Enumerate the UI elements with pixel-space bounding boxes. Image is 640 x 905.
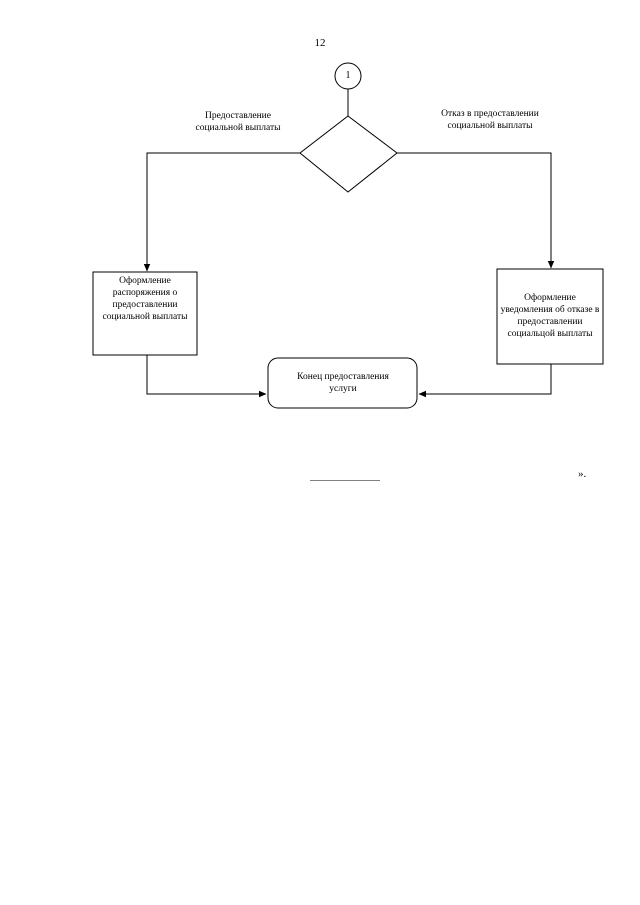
connector-label: 1 [345, 70, 351, 81]
signature-line [310, 480, 380, 481]
right-process-text: Оформление уведомления об отказе в предо… [500, 293, 600, 339]
left-process-box [92, 271, 198, 356]
branch-left-label: Предоставление социальной выплаты [195, 111, 281, 133]
right-branch-line [397, 152, 555, 269]
branch-right-label: Отказ в предоставлении социальной выплат… [441, 109, 539, 131]
left-process-text: Оформление распоряжения о предоставлении… [102, 276, 188, 322]
left-to-end-line [146, 355, 267, 398]
right-to-end-line [418, 364, 552, 398]
decision-diamond [299, 115, 398, 193]
page-number: 12 [314, 37, 326, 49]
closing-mark: ». [578, 468, 587, 480]
end-terminator [267, 357, 418, 409]
left-branch-line [143, 152, 300, 272]
right-process-box [496, 268, 604, 365]
end-terminator-text: Конец предоставления услуги [297, 372, 389, 394]
